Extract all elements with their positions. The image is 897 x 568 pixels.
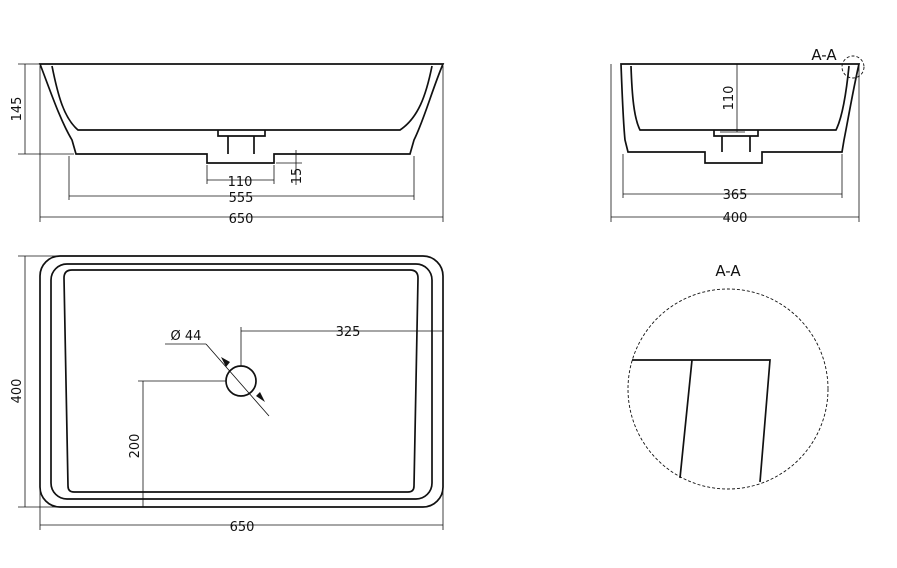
detail-rim-profile bbox=[632, 359, 771, 483]
side-depth-dimension: 110 bbox=[722, 86, 737, 111]
section-marker-circle bbox=[841, 55, 865, 79]
top-view-inner-rim bbox=[50, 263, 433, 500]
top-view-outer-rim bbox=[39, 255, 444, 508]
top-view-drain-hole bbox=[225, 365, 257, 397]
detail-section-title: A-A bbox=[715, 262, 741, 280]
top-depth-dimension: 400 bbox=[10, 379, 25, 404]
side-view-basin-outline bbox=[620, 63, 861, 164]
top-width-dimension: 650 bbox=[230, 520, 255, 535]
side-width-dimension: 400 bbox=[723, 211, 748, 226]
front-base-dimension: 555 bbox=[229, 191, 254, 206]
front-drain-width-dimension: 110 bbox=[228, 175, 253, 190]
front-width-dimension: 650 bbox=[229, 212, 254, 227]
front-view: 145 110 15 555 650 bbox=[10, 63, 445, 227]
top-view: Ø 44 325 200 400 650 bbox=[10, 255, 444, 535]
top-view-bowl bbox=[63, 269, 419, 493]
side-view-basin-inner bbox=[630, 65, 850, 131]
drain-diameter-label: Ø 44 bbox=[171, 329, 202, 344]
side-section-label: A-A bbox=[811, 46, 837, 64]
detail-boundary-circle bbox=[627, 288, 829, 490]
side-base-dimension: 365 bbox=[723, 188, 748, 203]
front-drain-depth-dimension: 15 bbox=[290, 168, 305, 185]
front-view-basin-outline bbox=[38, 63, 445, 164]
side-view-drain bbox=[713, 130, 759, 152]
front-view-drain bbox=[217, 130, 266, 154]
front-height-dimension: 145 bbox=[10, 97, 25, 122]
front-view-basin-inner bbox=[51, 65, 433, 131]
detail-view: A-A bbox=[627, 262, 829, 490]
drain-offset-325: 325 bbox=[336, 325, 361, 340]
drain-offset-200: 200 bbox=[128, 434, 143, 459]
side-view: A-A 110 365 400 bbox=[610, 46, 865, 226]
